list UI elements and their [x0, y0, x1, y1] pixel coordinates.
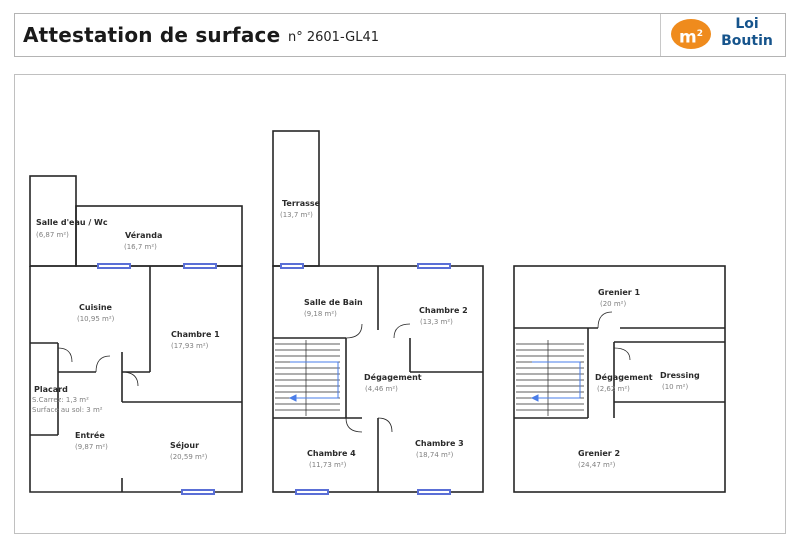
door-chambre1	[121, 371, 139, 387]
room-area-entree: (9,87 m²)	[75, 443, 108, 451]
window-sejour	[181, 489, 215, 495]
room-label-chambre3: Chambre 3	[415, 439, 464, 448]
room-label-veranda: Véranda	[125, 231, 163, 240]
room-label-cuisine: Cuisine	[79, 303, 112, 312]
room-area-chambre3: (18,74 m²)	[416, 451, 454, 459]
stair-arrow-attic	[530, 361, 581, 402]
room-area-veranda: (16,7 m²)	[124, 243, 157, 251]
room-label-chambre1: Chambre 1	[171, 330, 220, 339]
room-area-chambre4: (11,73 m²)	[309, 461, 347, 469]
room-area-degagement-1: (4,46 m²)	[365, 385, 398, 393]
wall-ground-outline	[29, 265, 243, 493]
logo-divider	[660, 14, 661, 56]
window-chambre3	[417, 489, 451, 495]
window-veranda-1	[97, 263, 131, 269]
room-area-placard-carrez: S.Carrez: 1,3 m²	[32, 396, 89, 404]
room-area-chambre1: (17,93 m²)	[171, 342, 209, 350]
door-placard	[57, 347, 73, 363]
room-label-salle-bain: Salle de Bain	[304, 298, 363, 307]
room-area-chambre2: (13,3 m²)	[420, 318, 453, 326]
window-chambre4	[295, 489, 329, 495]
brand-line-2: Boutin	[721, 33, 773, 49]
room-label-salle-eau: Salle d'eau / Wc	[36, 218, 108, 227]
room-area-degagement-2: (2,62 m²)	[597, 385, 630, 393]
door-chambre2	[393, 323, 411, 339]
brand-line-1: Loi	[735, 16, 759, 32]
room-label-chambre2: Chambre 2	[419, 306, 468, 315]
room-label-degagement-1: Dégagement	[364, 373, 422, 382]
windows	[97, 263, 451, 495]
room-label-placard: Placard	[34, 385, 68, 394]
plan-walls	[29, 130, 726, 493]
document-header: Attestation de surface n° 2601-GL41 m2 L…	[14, 13, 786, 57]
stairs-first-floor	[275, 340, 340, 416]
room-label-degagement-2: Dégagement	[595, 373, 653, 382]
document-title: Attestation de surface	[23, 23, 281, 47]
stairs-attic	[516, 340, 584, 416]
brand-name: Loi Boutin	[717, 16, 777, 50]
window-chambre2	[417, 263, 451, 269]
logo-mark: m	[679, 27, 697, 48]
room-label-sejour: Séjour	[170, 441, 200, 450]
door-kitchen	[95, 355, 111, 373]
room-area-cuisine: (10,95 m²)	[77, 315, 115, 323]
stair-arrow-first	[288, 361, 339, 402]
room-label-grenier1: Grenier 1	[598, 288, 641, 297]
floor-plan-frame	[14, 74, 786, 534]
room-area-salle-bain: (9,18 m²)	[304, 310, 337, 318]
room-area-terrasse: (13,7 m²)	[280, 211, 313, 219]
room-area-grenier2: (24,47 m²)	[578, 461, 616, 469]
room-area-placard-sol: Surface au sol: 3 m²	[32, 406, 103, 414]
room-label-entree: Entrée	[75, 431, 105, 440]
room-label-dressing: Dressing	[660, 371, 700, 380]
m2-logo-icon: m2	[671, 19, 711, 49]
room-area-dressing: (10 m²)	[662, 383, 689, 391]
door-dressing	[613, 347, 631, 361]
door-swings	[57, 311, 631, 433]
window-terrasse	[280, 263, 304, 269]
room-area-sejour: (20,59 m²)	[170, 453, 208, 461]
door-chambre3	[377, 417, 393, 433]
room-area-salle-eau: (6,87 m²)	[36, 231, 69, 239]
room-area-grenier1: (20 m²)	[600, 300, 627, 308]
room-label-grenier2: Grenier 2	[578, 449, 621, 458]
certificate-number: n° 2601-GL41	[288, 30, 379, 45]
door-chambre4	[345, 417, 363, 433]
wall-attic-outline	[513, 265, 726, 493]
room-label-chambre4: Chambre 4	[307, 449, 356, 458]
logo-mark-sup: 2	[696, 29, 703, 39]
room-label-terrasse: Terrasse	[282, 199, 321, 208]
door-bath	[345, 323, 363, 339]
window-veranda-2	[183, 263, 217, 269]
door-grenier1	[597, 311, 613, 329]
